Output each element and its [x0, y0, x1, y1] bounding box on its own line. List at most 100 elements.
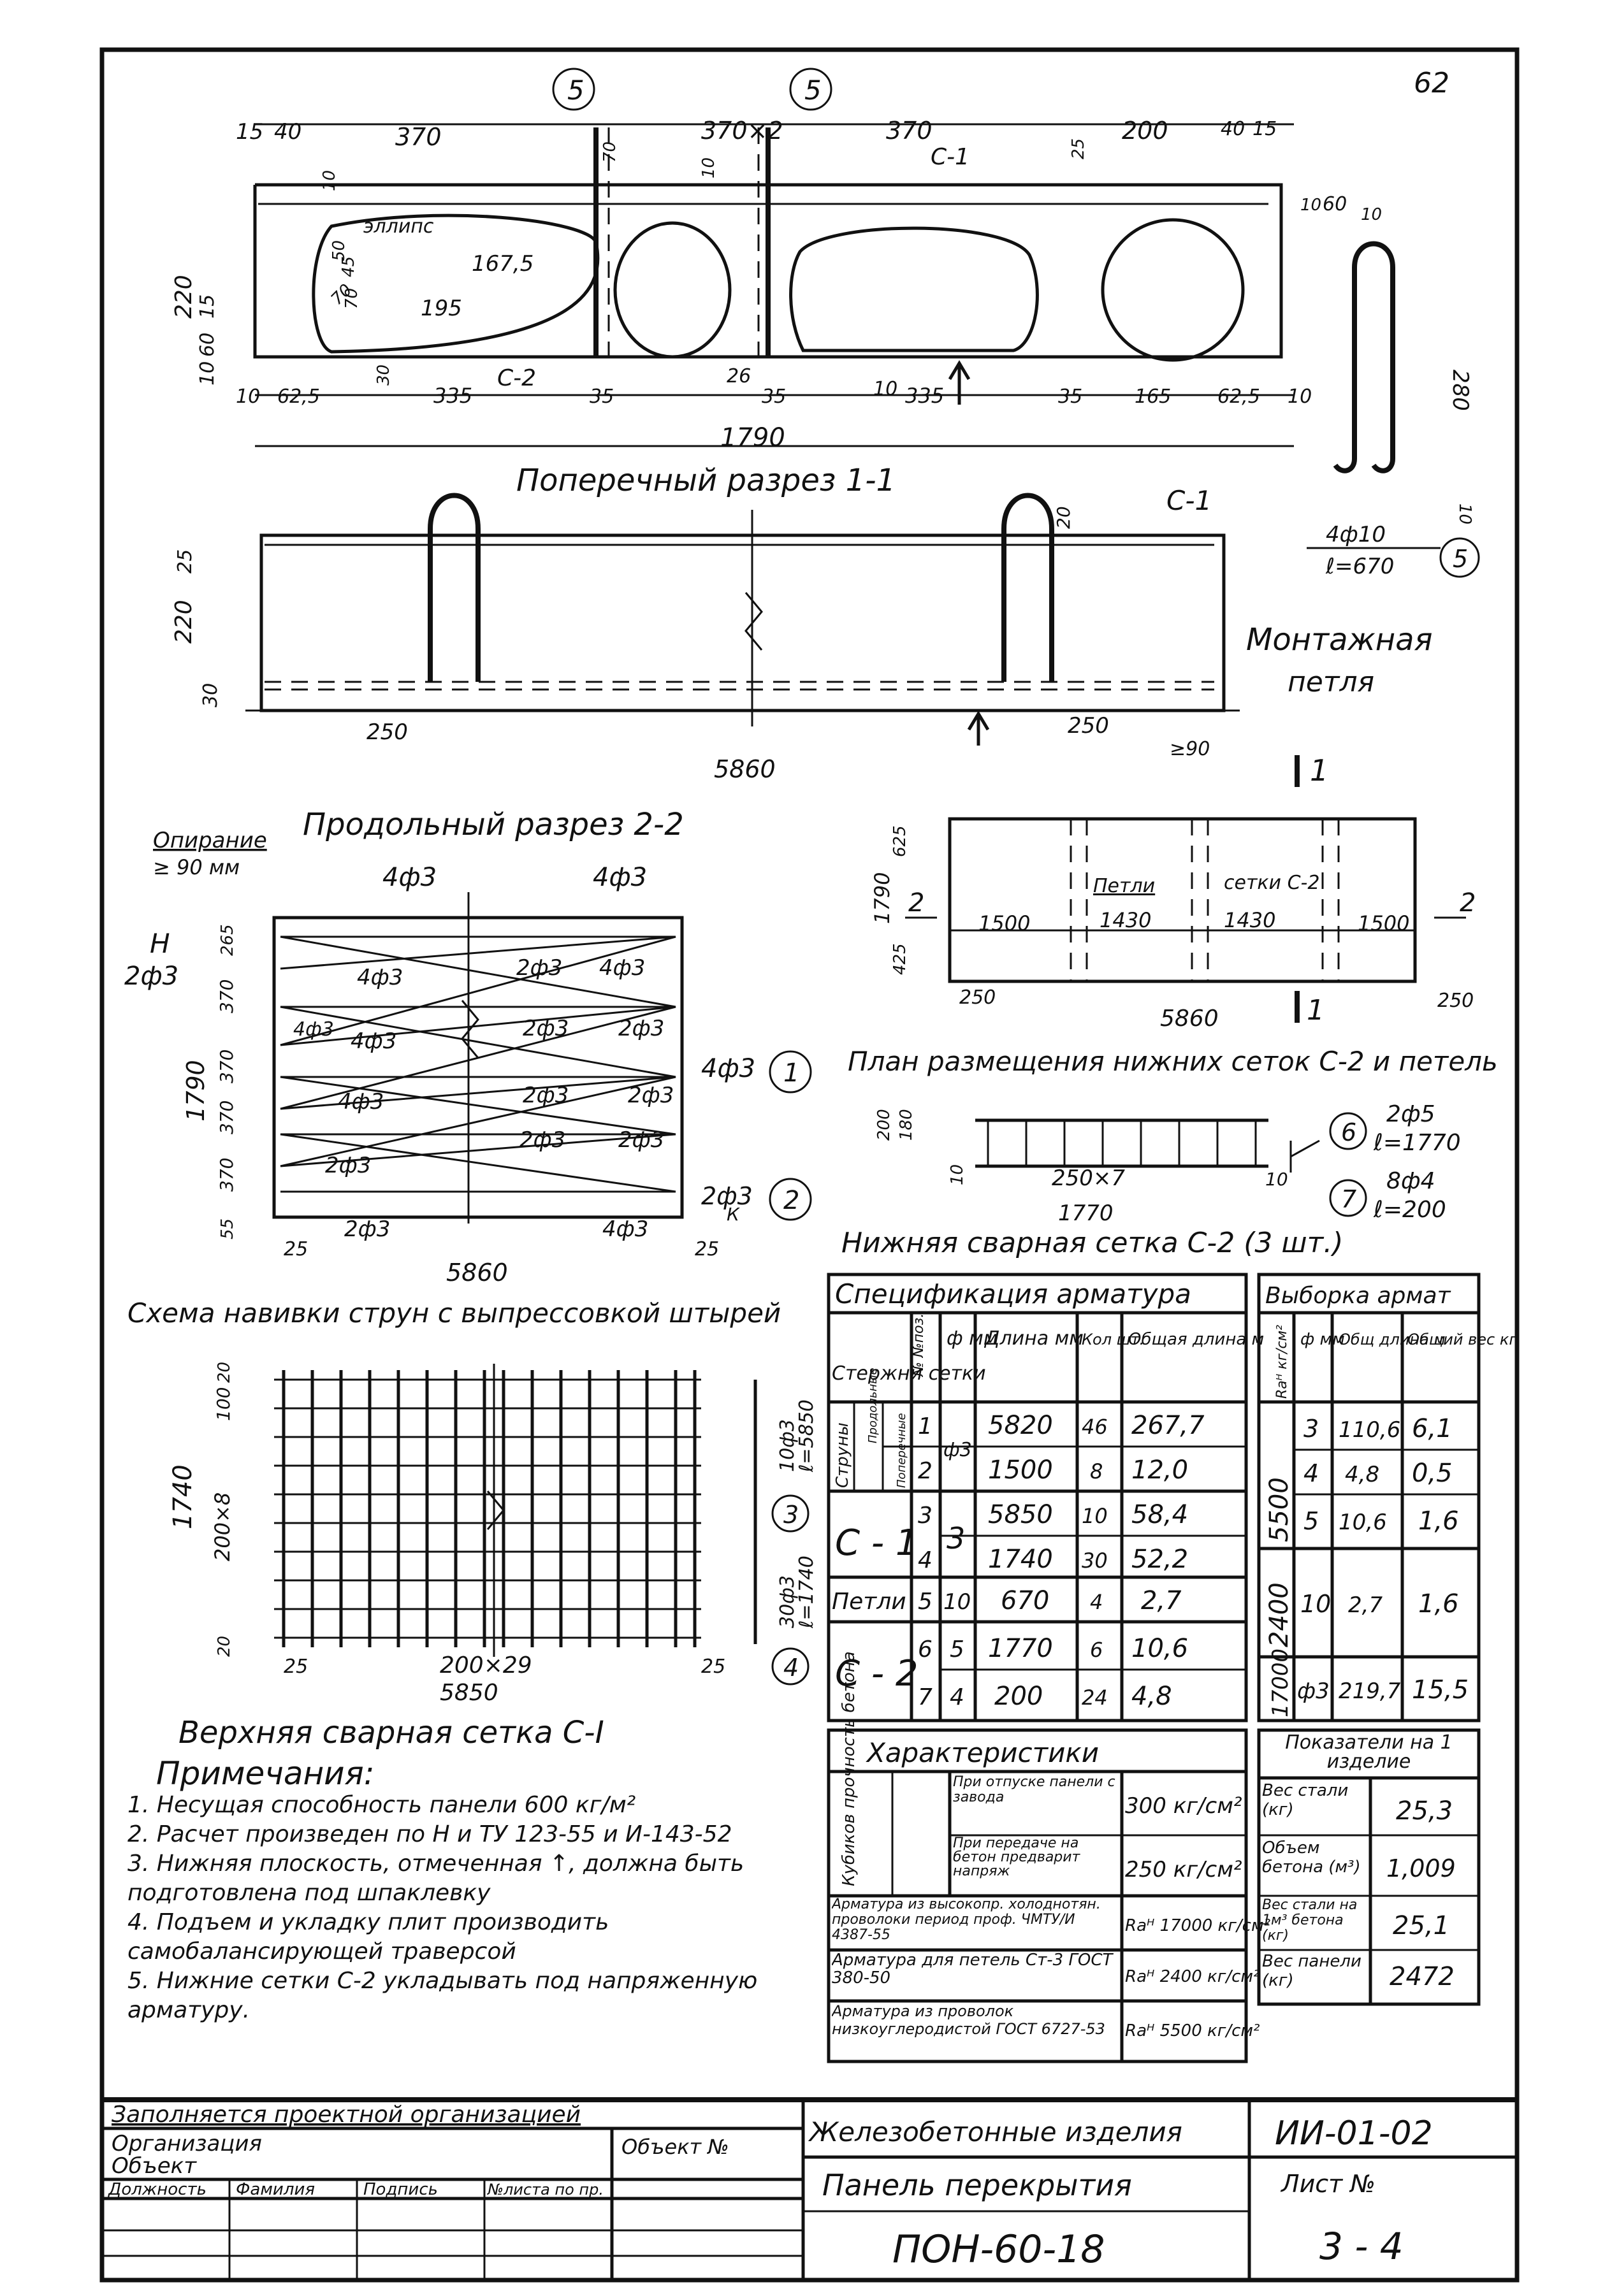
sample-r4-ra: 17000 — [1268, 1649, 1293, 1717]
sheet-frame — [99, 47, 1520, 2283]
dim-top-1: 40 — [274, 119, 301, 145]
strand-scheme: 4ф3 4ф3 4ф3 2ф3 4ф3 4ф3 4ф3 2ф3 2ф3 4ф3 … — [124, 863, 812, 1329]
dim-bot-2: 335 — [433, 384, 472, 408]
spec-r0-d: ф3 — [943, 1439, 972, 1461]
lower-mesh: 200 180 10 250×7 1770 10 6 2ф5 ℓ=1770 7 … — [841, 1101, 1461, 1259]
strand-callout-1: 1 — [783, 1058, 799, 1088]
strand-label-14: 2ф3 — [618, 1127, 664, 1153]
spec-r3-pos: 4 — [918, 1547, 933, 1573]
dim-top-2: 370 — [395, 123, 442, 151]
spec-r5-d: 5 — [950, 1636, 964, 1663]
ind-r1-name: Объем бетона (м³) — [1262, 1838, 1361, 1877]
note-4: 4. Подъем и укладку плит производить сам… — [127, 1909, 609, 1965]
strand-callout-2: 2 — [783, 1186, 799, 1215]
spec-r2-pos: 3 — [918, 1503, 933, 1529]
label-d3: 50 — [330, 240, 349, 261]
plan-section-right: 2 — [1460, 888, 1476, 918]
indicators-title: Показатели на 1 изделие — [1285, 1733, 1453, 1773]
strand-dim-bot-1: 5860 — [446, 1259, 508, 1287]
loop-spec: 4ф10 — [1326, 522, 1386, 547]
strand-dim-left-2: 370 — [216, 1050, 237, 1083]
loop-title-1: Монтажная — [1246, 622, 1432, 658]
dim-left-10: 10 — [196, 361, 219, 386]
strand-label-13: 2ф3 — [519, 1127, 565, 1153]
upper-len-4: ℓ=1740 — [795, 1556, 818, 1629]
tb-col-2: Подпись — [363, 2180, 438, 2199]
spec-r5-qty: 6 — [1090, 1638, 1103, 1662]
lower-dim-left-1: 180 — [897, 1109, 916, 1141]
tb-sheet: 3 - 4 — [1319, 2225, 1404, 2268]
mesh-plan-title: План размещения нижних сеток С-2 и петел… — [848, 1046, 1498, 1077]
loop-dim-2: 10 — [1361, 205, 1382, 224]
mesh-plan: 625 1790 425 1500 1430 1430 1500 250 250… — [848, 817, 1498, 1077]
plan-dim-left-0: 625 — [890, 825, 910, 857]
upper-dim-left-4: 20 — [215, 1636, 234, 1657]
strand-label-10: 4ф3 — [701, 1054, 755, 1083]
sample-r1-w: 0,5 — [1412, 1459, 1453, 1488]
upper-spec-4: 30ф3 — [776, 1575, 799, 1628]
tb-sheet-label: Лист № — [1280, 2170, 1376, 2198]
cross-section: 5 5 15 40 370 370×2 370 200 40 15 220 15… — [171, 68, 1312, 498]
lower-dim-left-2: 10 — [948, 1164, 967, 1185]
lower-spec-6: 2ф5 — [1386, 1101, 1435, 1127]
strand-label-12: 2ф3 — [628, 1083, 674, 1108]
spec-r3-total: 52,2 — [1131, 1545, 1188, 1574]
dim-bot-1: 62,5 — [277, 386, 320, 408]
loop-dim-4: 10 — [1455, 503, 1474, 524]
notes: Примечания: 1. Несущая способность панел… — [127, 1755, 757, 2023]
spec-r2-qty: 10 — [1082, 1504, 1108, 1528]
page-number: 62 — [1414, 67, 1449, 99]
plan-dim-0: 1500 — [978, 911, 1030, 935]
label-d8: 10 — [699, 157, 718, 178]
notes-title: Примечания: — [156, 1755, 375, 1792]
strand-dim-bot-0: 25 — [284, 1238, 308, 1260]
tb-mark: ПОН-60-18 — [892, 2227, 1105, 2272]
lower-dim-0: 250×7 — [1052, 1166, 1125, 1191]
strand-dim-left-3: 370 — [216, 1101, 237, 1134]
loop-title-2: петля — [1288, 666, 1374, 698]
plan-loops: Петли — [1093, 875, 1155, 897]
spec-table: Спецификация арматура Стержни сетки № №п… — [827, 1273, 1264, 1722]
support-label: Опирание — [153, 828, 267, 853]
label-d6: 70 — [342, 288, 361, 309]
long-marker: 1 — [1310, 753, 1328, 788]
spec-r0-qty: 46 — [1082, 1415, 1108, 1439]
dim-bot-8: 35 — [1058, 386, 1082, 408]
spec-r0-len: 5820 — [988, 1411, 1053, 1440]
spec-r0-total: 267,7 — [1131, 1411, 1205, 1440]
spec-r1-pos: 2 — [918, 1458, 933, 1484]
plan-marker: 1 — [1307, 994, 1325, 1027]
spec-r2-d: 3 — [947, 1521, 965, 1556]
spec-h3: Длина мм — [984, 1327, 1084, 1350]
label-d11: 10 — [320, 170, 339, 191]
long-s1: С-1 — [1166, 485, 1212, 516]
sample-r2-len: 10,6 — [1339, 1510, 1387, 1535]
spec-r4-pos: 5 — [918, 1589, 933, 1615]
callout-5b: 5 — [804, 75, 822, 106]
dim-left-15: 15 — [196, 294, 219, 319]
dim-bot-11: 10 — [1288, 386, 1312, 408]
plan-dim-3: 1500 — [1358, 911, 1409, 935]
cross-section-title: Поперечный разрез 1-1 — [516, 463, 896, 498]
spec-h5: Общая длина м — [1128, 1330, 1264, 1349]
strand-label-6: 4ф3 — [351, 1029, 396, 1054]
dim-top-7: 15 — [1252, 118, 1277, 140]
dim-bot-10: 62,5 — [1217, 386, 1260, 408]
ind-r0-name: Вес стали (кг) — [1262, 1781, 1349, 1819]
lower-callout-7: 7 — [1341, 1185, 1356, 1213]
spec-r0-sub: Продольные — [866, 1368, 880, 1443]
strand-label-9: 4ф3 — [338, 1089, 384, 1115]
spec-h0: Стержни сетки — [832, 1362, 986, 1385]
spec-r4-total: 2,7 — [1141, 1586, 1182, 1615]
longitudinal-section: 25 220 30 20 250 250 ≥90 5860 С-1 1 Прод… — [153, 485, 1328, 879]
spec-r2-total: 58,4 — [1131, 1500, 1188, 1529]
dim-top-0: 15 — [236, 119, 263, 145]
label-d9: 25 — [1069, 138, 1088, 159]
tb-org: Организация — [112, 2131, 262, 2156]
ind-r3-value: 2472 — [1390, 1962, 1455, 1991]
characteristics-table: Характеристики Кубиков прочность бетона … — [827, 1651, 1270, 2063]
tb-object: Объект — [112, 2153, 197, 2179]
tb-name: Панель перекрытия — [822, 2168, 1132, 2202]
spec-r3-qty: 30 — [1082, 1549, 1108, 1573]
